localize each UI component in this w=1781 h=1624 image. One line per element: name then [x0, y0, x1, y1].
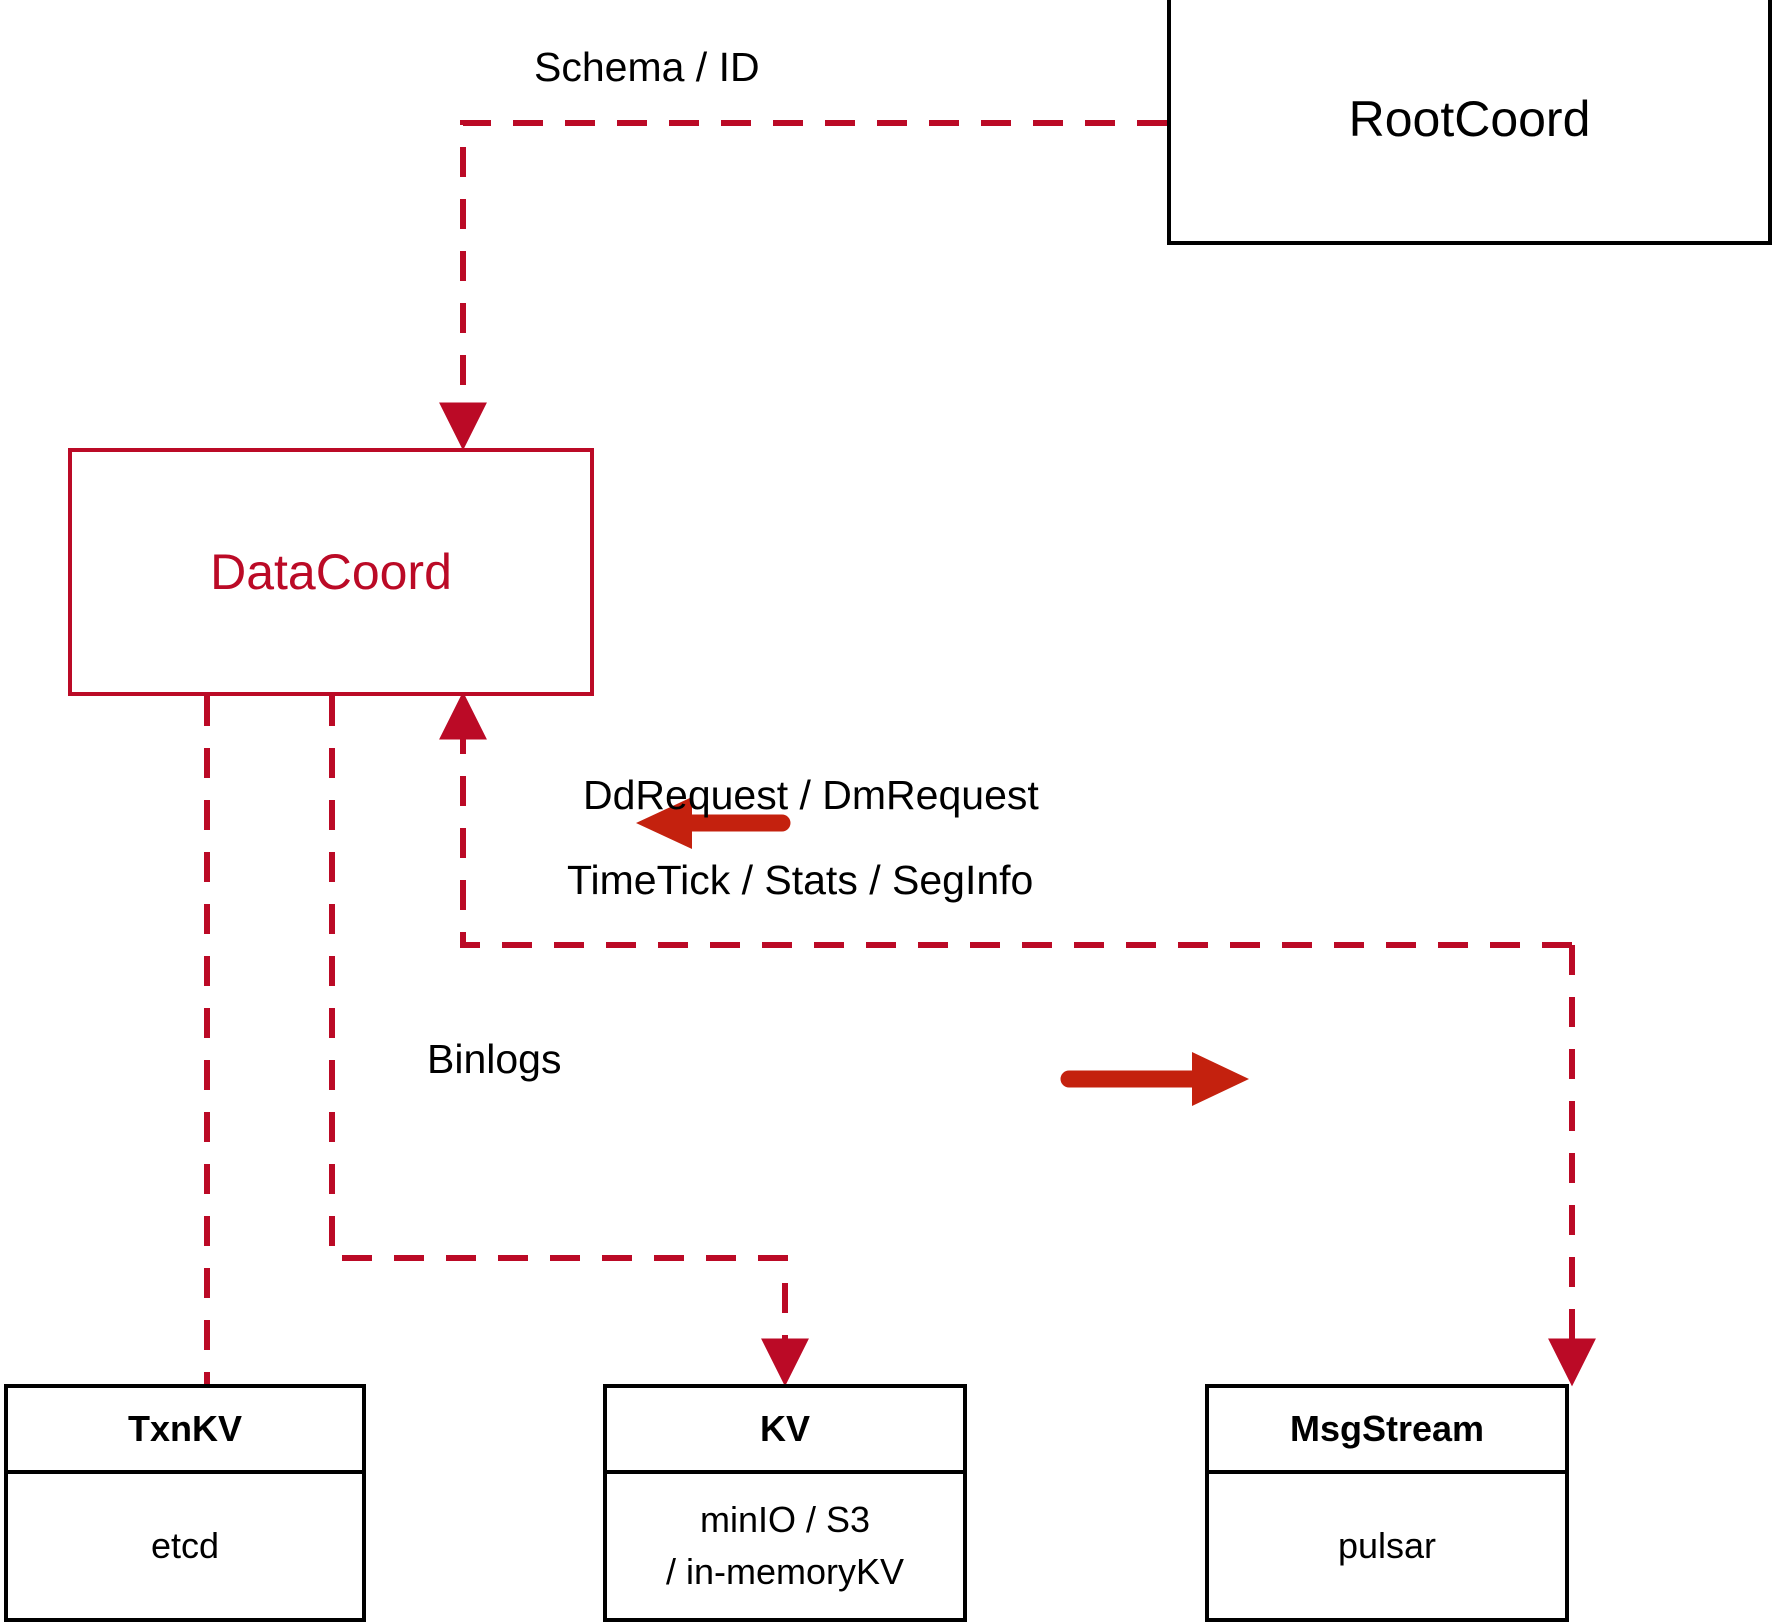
arrow-right-timetick-icon — [1060, 1052, 1249, 1106]
node-kv-body: minIO / S3 / in-memoryKV — [665, 1498, 905, 1592]
node-msgstream[interactable]: MsgStream pulsar — [1205, 1384, 1569, 1622]
node-msgstream-body: pulsar — [1337, 1524, 1437, 1566]
node-datacoord[interactable]: DataCoord — [68, 448, 594, 696]
node-txnkv-body: etcd — [150, 1524, 220, 1566]
node-txnkv-header: TxnKV — [8, 1388, 362, 1474]
node-rootcoord-label: RootCoord — [1348, 91, 1591, 148]
node-msgstream-header: MsgStream — [1209, 1388, 1565, 1474]
edge-label-schema-id: Schema / ID — [534, 44, 760, 90]
edge-label-timetick-stats-seginfo: TimeTick / Stats / SegInfo — [567, 857, 1034, 903]
node-datacoord-label: DataCoord — [210, 543, 452, 600]
node-rootcoord[interactable]: RootCoord — [1167, 0, 1772, 245]
edge-label-ddrequest-dmrequest: DdRequest / DmRequest — [583, 772, 1039, 818]
node-txnkv[interactable]: TxnKV etcd — [4, 1384, 366, 1622]
node-kv-header: KV — [607, 1388, 963, 1474]
node-kv[interactable]: KV minIO / S3 / in-memoryKV — [603, 1384, 967, 1622]
edge-msgstream-datacoord — [439, 691, 1572, 948]
edge-label-binlogs: Binlogs — [427, 1036, 562, 1082]
edge-schema-id — [439, 120, 1167, 451]
